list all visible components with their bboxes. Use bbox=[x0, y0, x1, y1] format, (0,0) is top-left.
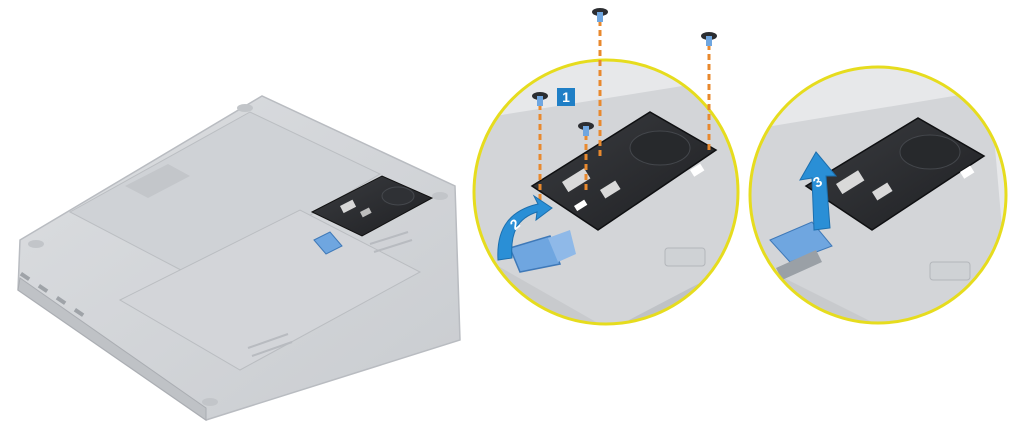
screw-paths bbox=[538, 20, 711, 214]
hdd-labels bbox=[561, 163, 705, 212]
screw-icon bbox=[701, 32, 717, 46]
rubber-feet bbox=[28, 104, 448, 406]
battery-panel bbox=[68, 111, 382, 281]
callout-ring-left bbox=[472, 58, 740, 326]
callout-remove-screws: 1 2 bbox=[472, 8, 740, 326]
side-ports bbox=[19, 272, 85, 317]
hard-drive-overview bbox=[310, 175, 434, 237]
callout-lift-drive: 3 bbox=[748, 65, 1008, 325]
screw-icon bbox=[578, 122, 594, 136]
hdd-platter bbox=[629, 130, 691, 166]
step-1-label: 1 bbox=[562, 89, 570, 105]
up-arrow-icon: 3 bbox=[799, 151, 838, 231]
callout-ring-right bbox=[748, 65, 1008, 325]
step-1-badge: 1 bbox=[557, 88, 575, 106]
battery-label-area bbox=[125, 164, 190, 198]
access-panel bbox=[118, 209, 422, 371]
laptop-side-edge bbox=[17, 277, 207, 421]
pull-tab-overview bbox=[313, 231, 343, 255]
laptop-base bbox=[17, 95, 461, 421]
curved-arrow-icon: 2 bbox=[497, 194, 553, 261]
vents bbox=[247, 231, 413, 357]
pull-tab bbox=[508, 235, 561, 273]
screw-icon bbox=[532, 92, 548, 106]
screw-icon bbox=[592, 8, 608, 22]
